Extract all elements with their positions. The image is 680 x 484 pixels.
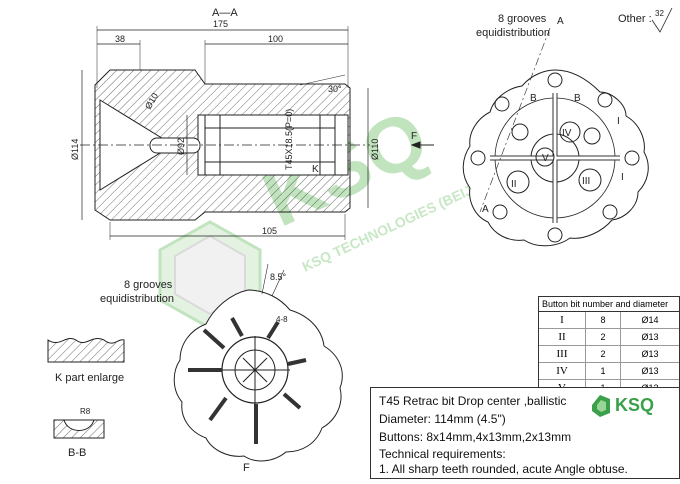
view-f-title: F — [243, 462, 250, 474]
button-label-i-right: I — [621, 172, 624, 183]
button-label-v: V — [542, 153, 549, 164]
section-aa — [80, 26, 370, 240]
angle-85: 8.5° — [270, 272, 287, 282]
dim-105: 105 — [262, 226, 277, 236]
table-row: II 2 Ø13 — [539, 329, 679, 346]
dim-38: 38 — [115, 34, 125, 44]
button-label-iv: IV — [562, 128, 572, 139]
dim-100: 100 — [268, 34, 283, 44]
table-header: Button bit number and diameter — [539, 297, 679, 312]
front-view — [410, 27, 649, 247]
b-right-label: B — [574, 93, 581, 104]
section-mark-a-top: A — [557, 16, 564, 27]
spec-buttons: Buttons: 8x14mm,4x13mm,2x13mm — [379, 430, 572, 444]
roughness-value: 32 — [655, 9, 664, 18]
button-label-iii: III — [582, 176, 590, 187]
brand-name: KSQ — [615, 395, 654, 415]
section-mark-a-bottom: A — [482, 204, 489, 215]
view-f — [173, 263, 343, 462]
groove-ratio: 4-8 — [276, 315, 288, 324]
dim-92: Ø92 — [176, 138, 186, 155]
b-left-label: B — [530, 93, 537, 104]
r8-label: R8 — [80, 407, 91, 416]
spec-diameter: Diameter: 114mm (4.5") — [379, 412, 506, 426]
section-bb-title: B-B — [68, 447, 86, 459]
button-label-i-top: I — [617, 116, 620, 127]
brand-logo: KSQ — [592, 395, 654, 417]
equi-top-label: equidistribution — [476, 27, 550, 39]
table-row: III 2 Ø13 — [539, 346, 679, 363]
button-table: Button bit number and diameter I 8 Ø14 I… — [538, 296, 680, 397]
dim-175: 175 — [213, 19, 228, 29]
roughness-symbol — [651, 7, 673, 33]
dim-110: Ø110 — [370, 139, 380, 160]
section-bb — [53, 419, 105, 439]
spec-req1: 1. All sharp teeth rounded, acute Angle … — [379, 462, 628, 476]
arrow-f-label: F — [411, 131, 417, 142]
k-part-detail — [47, 338, 125, 363]
spec-block: T45 Retrac bit Drop center ,ballistic Di… — [370, 387, 680, 479]
other-label: Other : — [618, 13, 652, 25]
table-row: IV 1 Ø13 — [539, 363, 679, 380]
equi-left-label: equidistribution — [100, 293, 174, 305]
thread-label: T45X18.5(P=0) — [284, 109, 294, 170]
dim-114: Ø114 — [70, 139, 80, 160]
table-row: I 8 Ø14 — [539, 312, 679, 329]
spec-tech: Technical requirements: — [379, 447, 506, 461]
angle-30: 30° — [328, 84, 342, 94]
grooves-top-label: 8 grooves — [498, 13, 547, 25]
button-label-ii: II — [511, 179, 517, 190]
k-part-title: K part enlarge — [55, 372, 124, 384]
section-aa-title: A—A — [212, 7, 238, 19]
k-mark: K — [312, 164, 319, 175]
grooves-left-label: 8 grooves — [124, 279, 173, 291]
spec-title: T45 Retrac bit Drop center ,ballistic — [379, 394, 567, 408]
